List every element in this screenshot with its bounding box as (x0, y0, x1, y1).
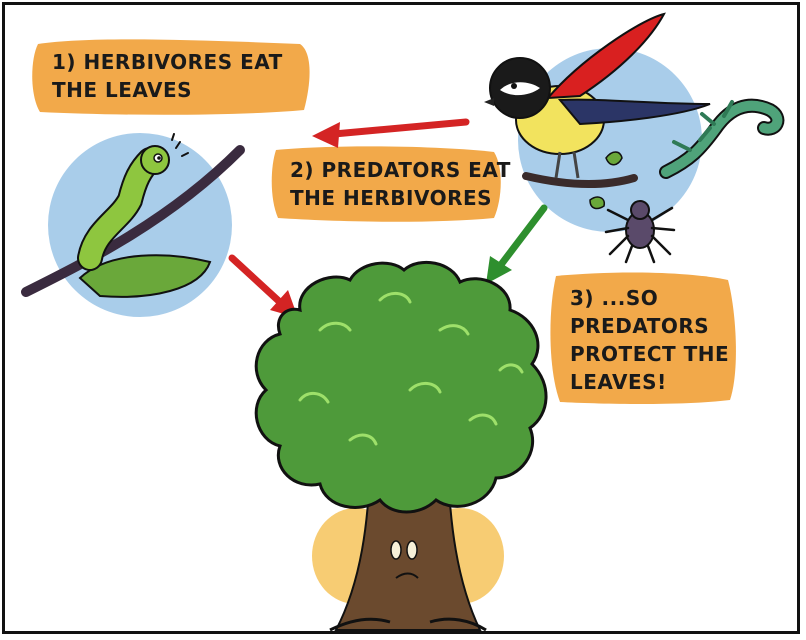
caterpillar-icon (26, 133, 240, 317)
arrow-predators-to-herbivores (312, 122, 466, 148)
step2-line1: 2) PREDATORS EAT (290, 156, 511, 184)
step3-line4: LEAVES! (570, 368, 729, 396)
arrow-predators-to-tree (486, 208, 544, 284)
tree-eye-left (391, 541, 401, 559)
bird-beak (484, 98, 494, 106)
step2-label: 2) PREDATORS EAT THE HERBIVORES (290, 156, 511, 212)
step1-line1: 1) HERBIVORES EAT (52, 48, 283, 76)
step3-line3: PROTECT THE (570, 340, 729, 368)
step2-line2: THE HERBIVORES (290, 184, 511, 212)
step3-line2: PREDATORS (570, 312, 729, 340)
step1-line2: THE LEAVES (52, 76, 283, 104)
step1-label: 1) HERBIVORES EAT THE LEAVES (52, 48, 283, 104)
step3-line1: 3) ...SO (570, 284, 729, 312)
tree-eye-right (407, 541, 417, 559)
tree-canopy (256, 262, 546, 512)
step3-label: 3) ...SO PREDATORS PROTECT THE LEAVES! (570, 284, 729, 396)
oak-tree-icon (256, 262, 546, 630)
